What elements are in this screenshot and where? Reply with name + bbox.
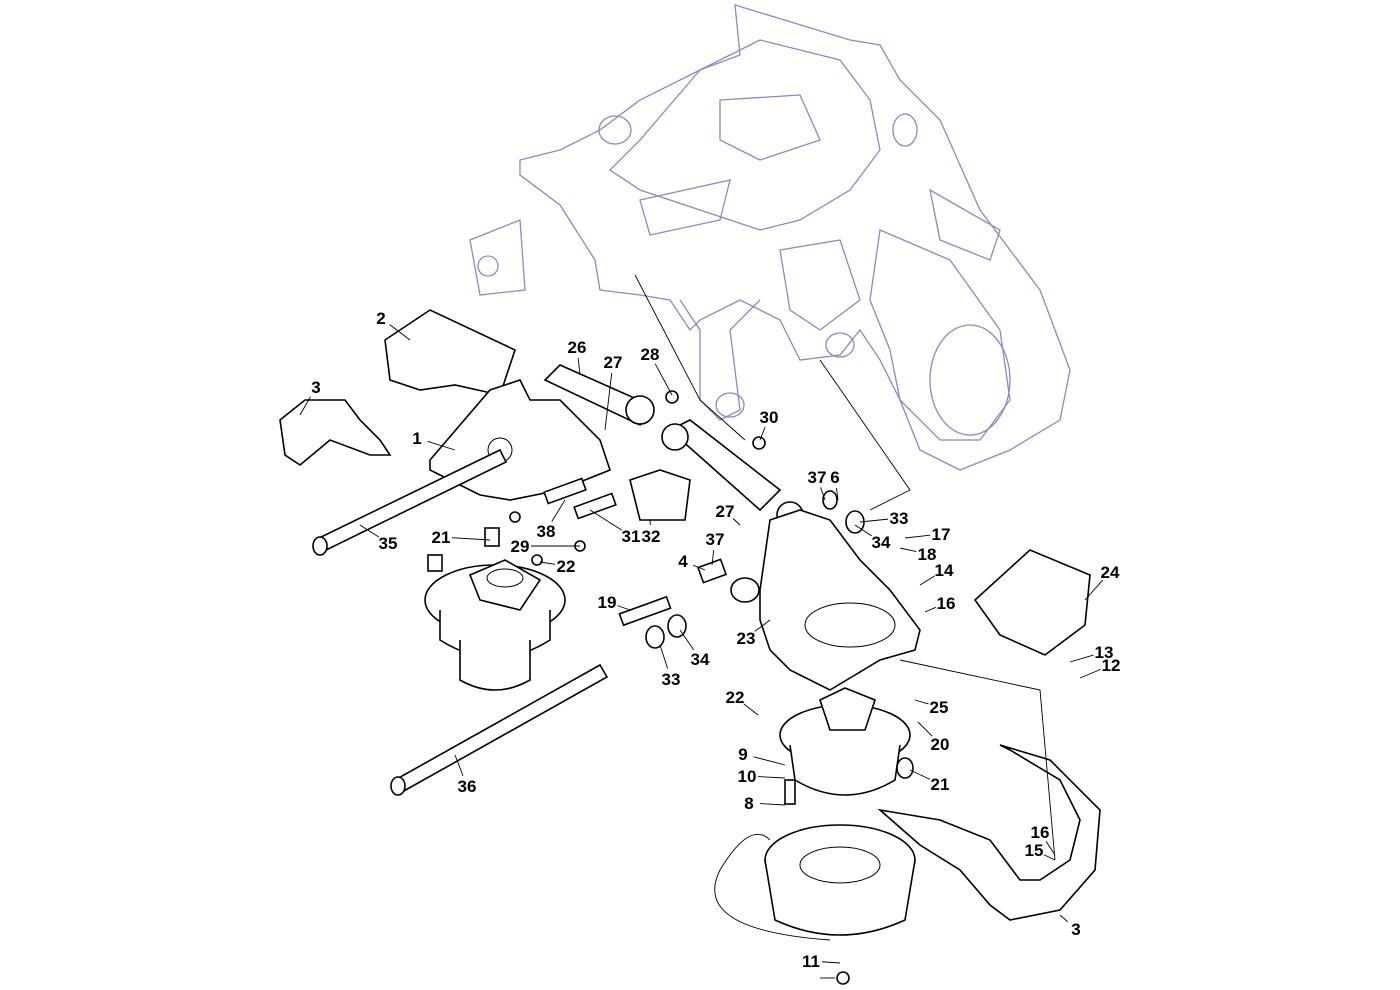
leader-line-21 bbox=[909, 769, 931, 780]
callout-38: 38 bbox=[537, 522, 556, 541]
leader-line-30 bbox=[759, 427, 766, 441]
callout-37: 37 bbox=[706, 530, 725, 549]
right-motor bbox=[779, 687, 914, 805]
leader-line-18 bbox=[899, 547, 917, 553]
callout-9: 9 bbox=[738, 745, 747, 764]
callout-22: 22 bbox=[726, 688, 745, 707]
leader-line-8 bbox=[759, 803, 786, 806]
callout-26: 26 bbox=[568, 338, 587, 357]
leader-line-34 bbox=[854, 524, 873, 537]
callout-10: 10 bbox=[738, 767, 757, 786]
leader-line-38 bbox=[551, 499, 566, 522]
callout-27: 27 bbox=[716, 502, 735, 521]
right-guard bbox=[973, 549, 1091, 656]
callout-37: 37 bbox=[808, 468, 827, 487]
callout-34: 34 bbox=[691, 650, 710, 669]
callout-13: 13 bbox=[1095, 643, 1114, 662]
callout-24: 24 bbox=[1101, 563, 1120, 582]
leader-line-1 bbox=[427, 440, 456, 451]
leader-line-16 bbox=[924, 606, 937, 613]
callout-16: 16 bbox=[1031, 823, 1050, 842]
leader-line-3 bbox=[1059, 914, 1069, 923]
callout-35: 35 bbox=[379, 534, 398, 553]
callout-2: 2 bbox=[376, 309, 385, 328]
center-bracket bbox=[730, 509, 921, 691]
leader-line-10 bbox=[757, 776, 786, 779]
leader-line-37 bbox=[711, 549, 715, 566]
leader-line-15 bbox=[1043, 854, 1056, 861]
callout-28: 28 bbox=[641, 345, 660, 364]
leader-line-31 bbox=[589, 509, 622, 531]
callout-leaders bbox=[299, 324, 1104, 964]
cutter-drum bbox=[764, 824, 916, 936]
leader-line-37 bbox=[820, 487, 826, 501]
leader-line-34 bbox=[679, 629, 695, 651]
leader-line-22 bbox=[539, 561, 556, 565]
leader-line-4 bbox=[693, 564, 706, 571]
fittings bbox=[509, 390, 865, 649]
callout-29: 29 bbox=[511, 537, 530, 556]
callout-30: 30 bbox=[760, 408, 779, 427]
assembly-lines bbox=[634, 274, 1056, 985]
callout-3: 3 bbox=[311, 378, 320, 397]
leader-line-35 bbox=[359, 524, 379, 538]
leader-line-6 bbox=[835, 487, 839, 501]
callout-12: 12 bbox=[1102, 656, 1121, 675]
leader-line-25 bbox=[914, 699, 929, 705]
leader-line-16 bbox=[1045, 840, 1056, 856]
callout-22: 22 bbox=[557, 557, 576, 576]
callout-21: 21 bbox=[931, 775, 950, 794]
callout-34: 34 bbox=[872, 533, 891, 552]
leader-line-23 bbox=[754, 619, 771, 632]
leader-line-14 bbox=[919, 575, 935, 586]
callout-36: 36 bbox=[458, 777, 477, 796]
leader-line-27 bbox=[604, 372, 613, 431]
leader-line-33 bbox=[859, 518, 889, 523]
callout-6: 6 bbox=[830, 468, 839, 487]
callout-1: 1 bbox=[412, 429, 421, 448]
leader-line-33 bbox=[659, 644, 669, 669]
callout-23: 23 bbox=[737, 629, 756, 648]
callout-32: 32 bbox=[642, 527, 661, 546]
leader-line-24 bbox=[1084, 579, 1104, 601]
leader-line-19 bbox=[617, 605, 631, 611]
machine-frame bbox=[469, 4, 1071, 471]
leader-line-3 bbox=[299, 396, 311, 416]
callout-4: 4 bbox=[678, 552, 688, 571]
leader-line-13 bbox=[1069, 654, 1094, 663]
upper-guard bbox=[279, 309, 516, 466]
callout-25: 25 bbox=[930, 698, 949, 717]
callout-11: 11 bbox=[802, 952, 820, 971]
leader-line-17 bbox=[904, 534, 931, 539]
callout-33: 33 bbox=[890, 509, 909, 528]
callout-17: 17 bbox=[932, 525, 951, 544]
leader-line-12 bbox=[1079, 668, 1102, 679]
callout-15: 15 bbox=[1025, 841, 1044, 860]
leader-line-11 bbox=[821, 961, 841, 964]
leader-line-20 bbox=[917, 721, 933, 737]
lower-arm bbox=[877, 744, 1101, 921]
leader-line-28 bbox=[654, 363, 673, 396]
shaft-36 bbox=[390, 663, 609, 796]
leader-line-2 bbox=[389, 324, 411, 341]
callout-19: 19 bbox=[598, 593, 617, 612]
callout-8: 8 bbox=[744, 794, 753, 813]
callout-27: 27 bbox=[604, 353, 623, 372]
leader-line-27 bbox=[732, 518, 741, 526]
callout-16: 16 bbox=[937, 594, 956, 613]
leader-line-21 bbox=[451, 537, 491, 541]
leader-line-22 bbox=[743, 703, 759, 716]
callout-18: 18 bbox=[918, 545, 937, 564]
leader-line-36 bbox=[454, 754, 464, 776]
callout-21: 21 bbox=[432, 528, 451, 547]
callout-3: 3 bbox=[1071, 920, 1080, 939]
left-motor bbox=[424, 527, 566, 691]
leader-line-9 bbox=[753, 756, 786, 766]
callout-31: 31 bbox=[622, 527, 641, 546]
callout-14: 14 bbox=[935, 561, 954, 580]
leader-line-26 bbox=[577, 357, 581, 376]
callout-20: 20 bbox=[931, 735, 950, 754]
callout-33: 33 bbox=[662, 670, 681, 689]
